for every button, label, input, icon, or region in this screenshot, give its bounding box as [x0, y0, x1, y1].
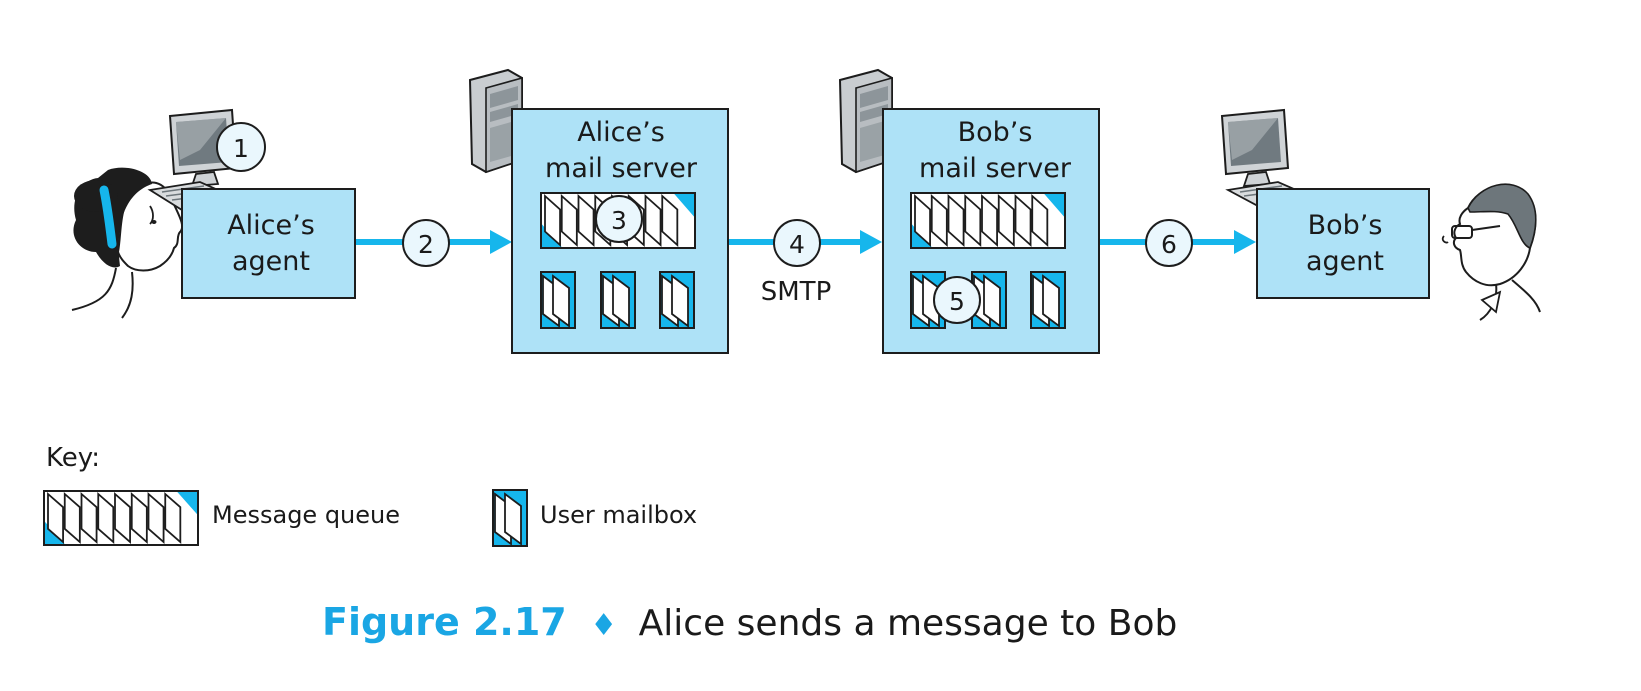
step-2-marker: 2 [402, 219, 450, 267]
step-6-marker: 6 [1145, 219, 1193, 267]
alice-mailbox-3 [659, 271, 695, 329]
alice-agent-label-line1: Alice’s [227, 210, 315, 241]
bob-server-label-line1: Bob’s [958, 117, 1033, 148]
svg-text:6: 6 [1161, 230, 1177, 259]
bob-agent-label-line1: Bob’s [1308, 210, 1383, 241]
man-user-icon [1441, 183, 1541, 321]
alice-server-label-line2: mail server [545, 153, 698, 184]
step-5-marker: 5 [933, 276, 981, 324]
caption-text: Alice sends a message to Bob [639, 603, 1178, 644]
figure-caption: Figure 2.17 ♦ Alice sends a message to B… [322, 600, 1177, 644]
smtp-label: SMTP [761, 277, 832, 307]
svg-text:3: 3 [611, 206, 627, 235]
bob-mailbox-3 [1030, 271, 1066, 329]
bob-mail-server-box: Bob’s mail server [882, 108, 1100, 354]
caption-separator: ♦ [590, 608, 617, 643]
key-title: Key: [46, 443, 100, 473]
alice-mailbox-2 [600, 271, 636, 329]
bob-agent-box: Bob’s agent [1256, 188, 1430, 299]
svg-text:1: 1 [233, 134, 249, 163]
woman-user-icon [71, 167, 184, 319]
key-queue-symbol [43, 490, 199, 546]
svg-text:4: 4 [789, 230, 805, 259]
alice-agent-box: Alice’s agent [181, 188, 356, 299]
key-mailbox-label: User mailbox [540, 501, 697, 529]
bob-server-label-line2: mail server [919, 153, 1072, 184]
bob-message-queue [910, 192, 1066, 249]
bob-agent-label-line2: agent [1306, 246, 1384, 277]
step-3-marker: 3 [595, 195, 643, 243]
key-queue-label: Message queue [212, 501, 400, 529]
alice-agent-label-line2: agent [232, 246, 310, 277]
key-mailbox-symbol [492, 489, 528, 547]
svg-text:2: 2 [418, 230, 434, 259]
figure-number: Figure 2.17 [322, 600, 567, 644]
svg-text:5: 5 [949, 287, 965, 316]
alice-mailbox-1 [540, 271, 576, 329]
alice-server-label-line1: Alice’s [577, 117, 665, 148]
step-1-marker: 1 [216, 122, 266, 172]
step-4-marker: 4 [773, 219, 821, 267]
